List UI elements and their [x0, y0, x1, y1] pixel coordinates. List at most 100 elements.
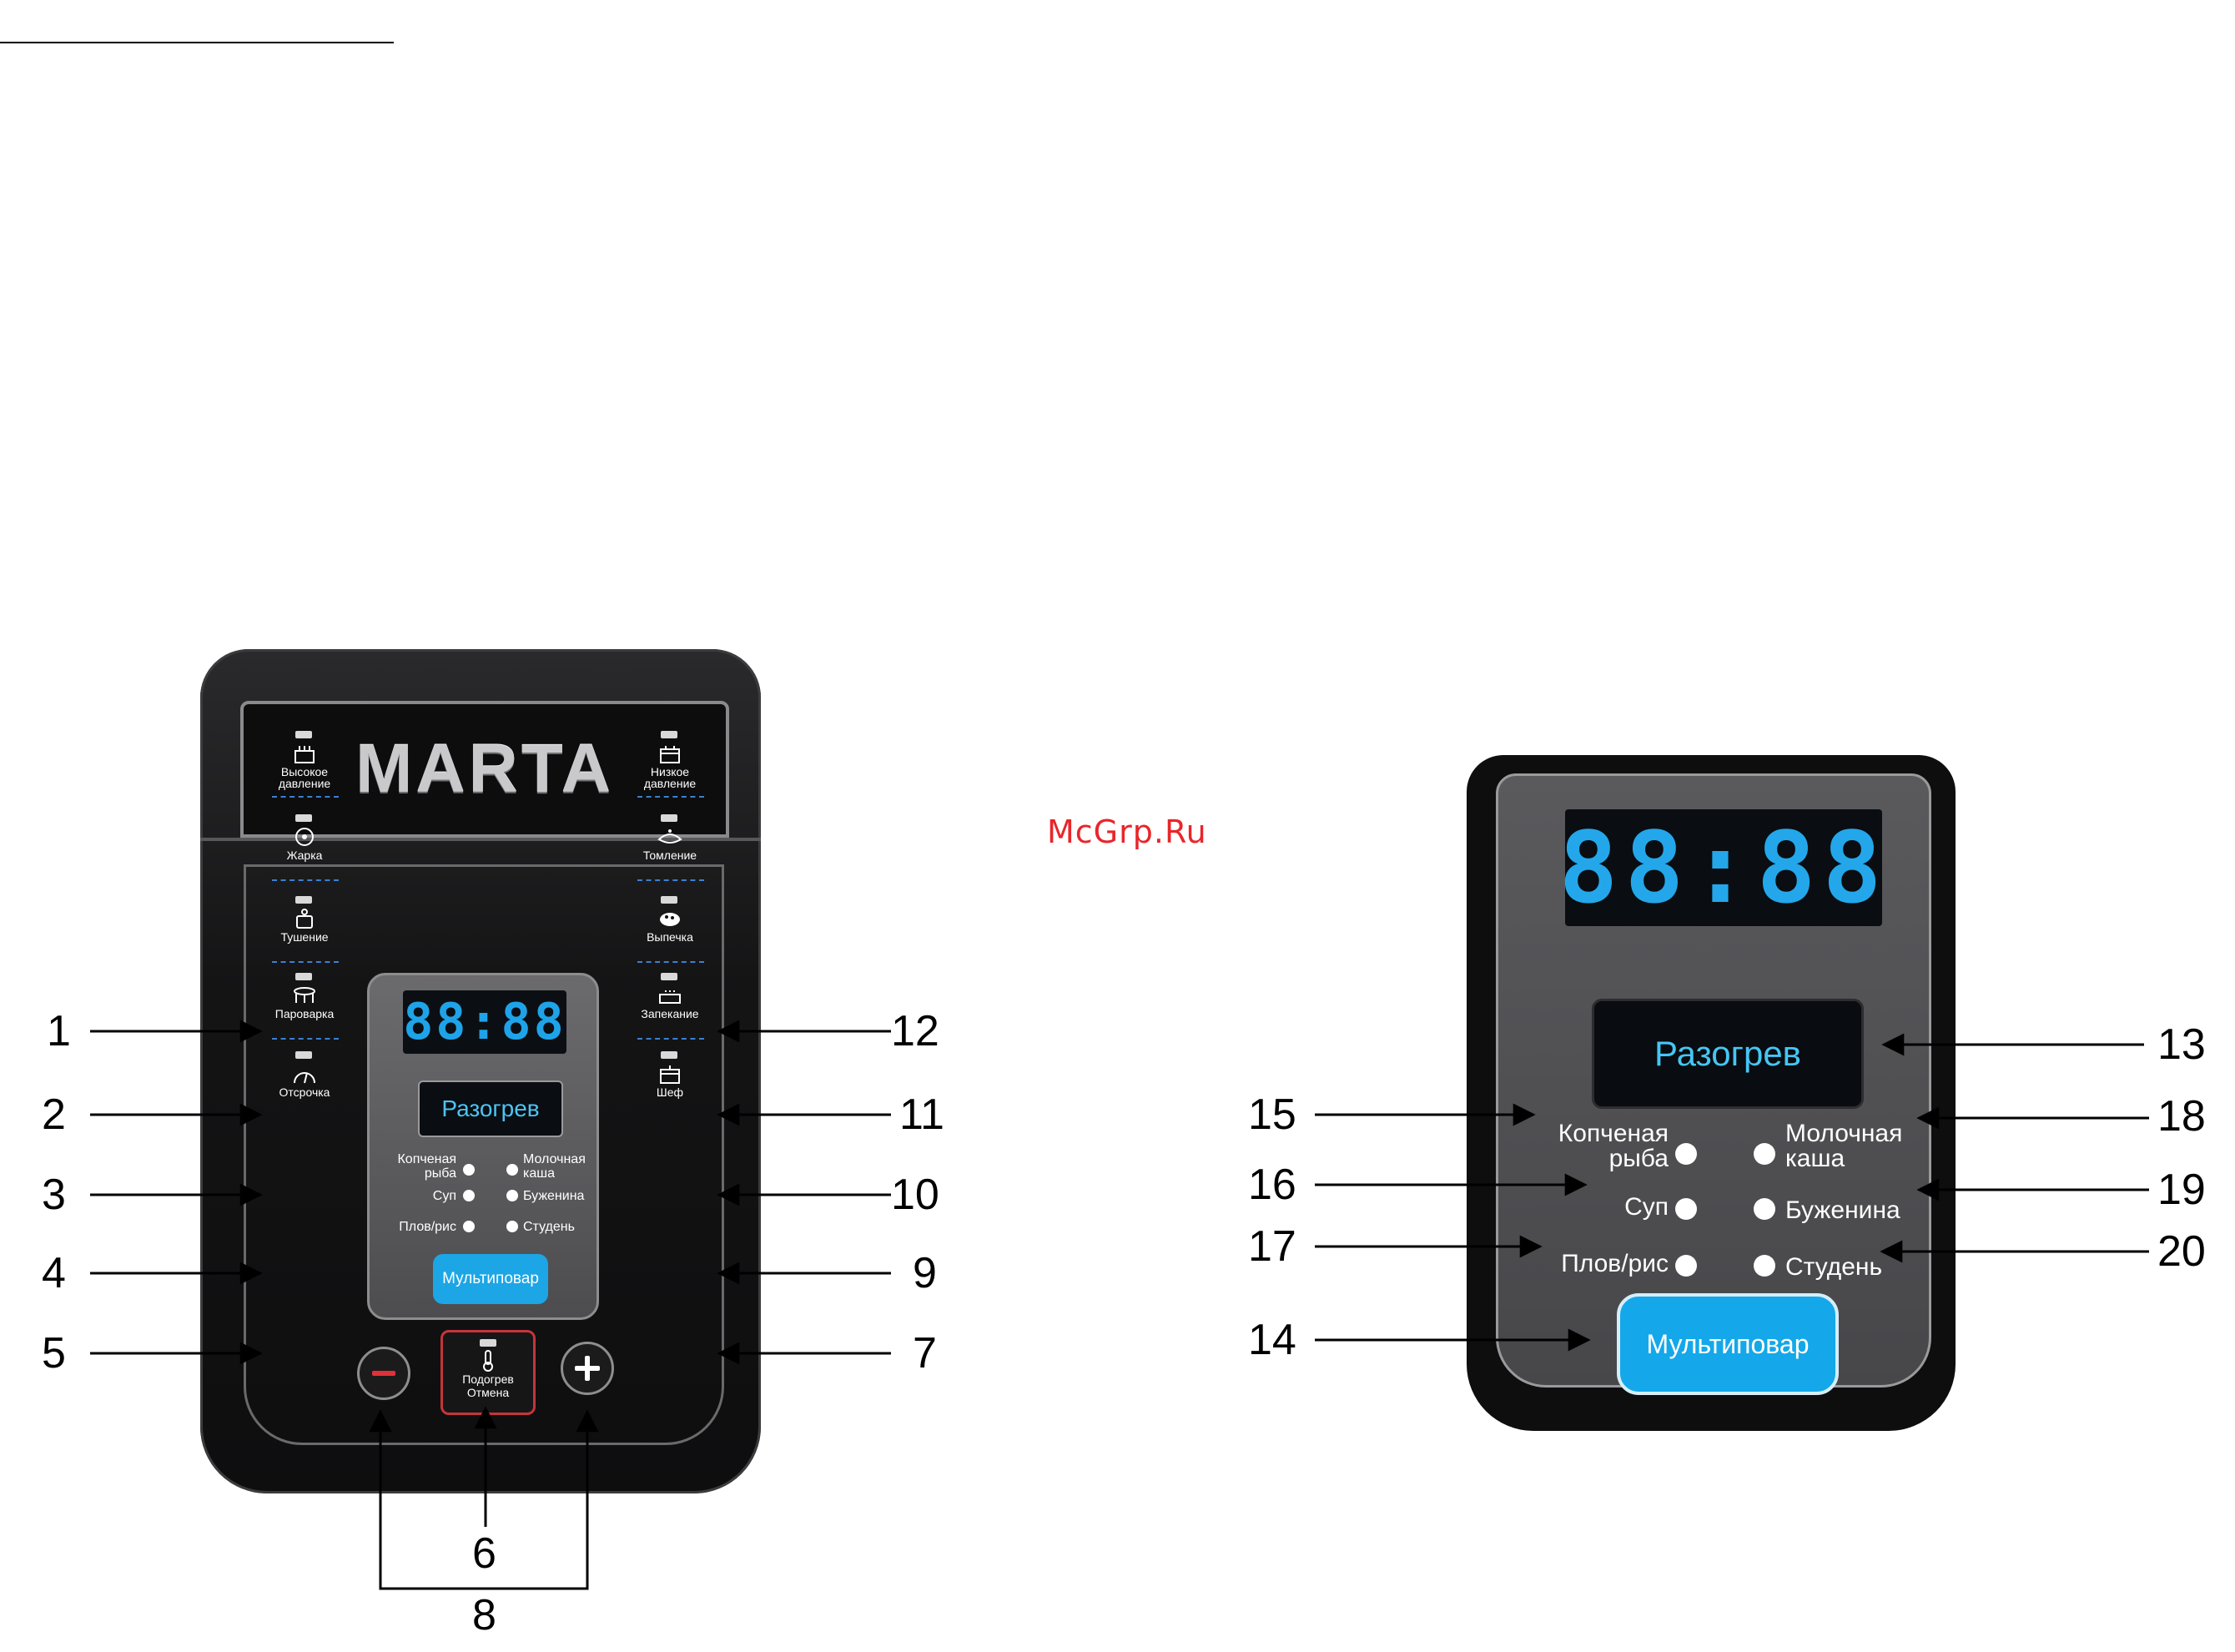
dashed-separator — [272, 961, 339, 963]
callout-4: 4 — [42, 1249, 66, 1297]
right-indicator-led — [661, 896, 677, 904]
left-indicator-led — [295, 896, 312, 904]
multipovar-button[interactable]: Мультиповар — [433, 1254, 548, 1304]
header-rule — [0, 42, 394, 43]
chef-pot-icon — [660, 1065, 680, 1084]
right-indicator-led — [661, 1051, 677, 1059]
dashed-separator — [272, 796, 339, 798]
bracket-8 — [379, 1412, 589, 1590]
indicator-dot — [1754, 1198, 1775, 1220]
right-program-button[interactable]: Выпечка — [634, 931, 706, 943]
minus-icon — [372, 1371, 395, 1376]
pressure-pot-icon — [294, 746, 315, 763]
program-label-line: Томление — [642, 849, 697, 862]
callout-11: 11 — [899, 1090, 944, 1139]
indicator-dot — [1754, 1143, 1775, 1165]
display-time: 88:88 — [403, 993, 566, 1051]
left-indicator-led — [295, 814, 312, 822]
right-program-button[interactable]: Шеф — [634, 1086, 706, 1098]
zoomed-multipovar-button[interactable]: Мультиповар — [1617, 1293, 1839, 1395]
callout-8: 8 — [472, 1591, 496, 1639]
brand-logo: MARTA — [355, 731, 614, 807]
callout-12: 12 — [891, 1007, 939, 1055]
dashed-separator — [272, 1038, 339, 1040]
program-label: Плов/рис — [399, 1220, 456, 1234]
dashed-separator — [637, 796, 704, 798]
callout-18: 18 — [2157, 1092, 2206, 1141]
program-label: Студень — [1785, 1253, 1883, 1281]
zoomed-face: 88:88 Разогрев Копченая рыба Суп Плов/ри… — [1496, 773, 1931, 1395]
callout-17: 17 — [1248, 1222, 1296, 1271]
right-indicator-led — [661, 814, 677, 822]
clock-icon — [294, 1072, 315, 1084]
baking-tray-icon — [659, 990, 681, 1004]
program-label: Суп — [432, 1189, 456, 1203]
program-label: Копченая рыба — [397, 1152, 456, 1181]
program-label-line: Тушение — [280, 930, 329, 944]
led-display: 88:88 — [403, 990, 566, 1054]
callout-10: 10 — [891, 1171, 939, 1219]
right-indicator-led — [661, 973, 677, 980]
program-label: Копченая рыба — [1558, 1120, 1669, 1172]
program-label-line: Запекание — [641, 1007, 699, 1020]
left-indicator-led — [295, 1051, 312, 1059]
callout-16: 16 — [1248, 1161, 1296, 1209]
program-label-line: Выпечка — [647, 930, 693, 944]
callout-2: 2 — [42, 1090, 66, 1139]
stew-pot-icon — [296, 909, 313, 929]
indicator-dot — [1675, 1255, 1697, 1277]
indicator-dot — [1675, 1198, 1697, 1220]
program-label: Буженина — [1785, 1196, 1900, 1224]
left-program-button[interactable]: Отсрочка — [269, 1086, 340, 1098]
left-program-button[interactable]: Жарка — [269, 849, 340, 861]
program-label: Молочная каша — [1785, 1120, 1903, 1172]
program-label: Плов/рис — [1561, 1250, 1669, 1277]
panel-frame — [244, 864, 724, 1445]
indicator-dot — [1675, 1143, 1697, 1165]
callout-19: 19 — [2157, 1166, 2206, 1214]
program-label-line: давление — [643, 777, 697, 790]
callout-14: 14 — [1248, 1316, 1296, 1364]
dashed-separator — [637, 879, 704, 881]
heat-cancel-button[interactable]: Подогрев Отмена — [440, 1330, 536, 1415]
dashed-separator — [272, 879, 339, 881]
zoomed-mode-display: Разогрев — [1592, 999, 1864, 1109]
watermark: McGrp.Ru — [1047, 813, 1207, 850]
right-program-button[interactable]: Запекание — [634, 1008, 706, 1020]
callout-15: 15 — [1248, 1090, 1296, 1139]
indicator-dot — [506, 1221, 518, 1232]
thermometer-icon — [483, 1350, 493, 1372]
program-label-line: Отсрочка — [279, 1085, 330, 1099]
program-label: Суп — [1624, 1193, 1669, 1221]
cake-icon — [660, 913, 680, 926]
frying-pan-icon — [295, 828, 314, 846]
left-program-button[interactable]: Пароварка — [269, 1008, 340, 1020]
steamer-icon — [294, 987, 315, 1003]
callout-7: 7 — [913, 1329, 937, 1378]
program-label-line: Жарка — [286, 849, 323, 862]
right-indicator-led — [661, 731, 677, 738]
plus-button[interactable] — [561, 1342, 614, 1395]
program-label: Буженина — [523, 1189, 585, 1203]
indicator-dot — [506, 1164, 518, 1176]
lid-seam — [200, 838, 761, 841]
minus-button[interactable] — [357, 1347, 410, 1400]
program-label-line: давление — [278, 777, 331, 790]
low-pressure-pot-icon — [660, 746, 680, 763]
indicator-dot — [463, 1164, 475, 1176]
zoomed-display-panel: 88:88 Разогрев Копченая рыба Суп Плов/ри… — [1467, 755, 1956, 1431]
callout-13: 13 — [2157, 1020, 2206, 1069]
right-program-button[interactable]: Томление — [634, 849, 706, 861]
program-label-line: Пароварка — [274, 1007, 335, 1020]
left-program-button[interactable]: Тушение — [269, 931, 340, 943]
callout-9: 9 — [913, 1249, 937, 1297]
callout-5: 5 — [42, 1329, 66, 1378]
heat-cancel-label: Подогрев Отмена — [462, 1372, 514, 1399]
indicator-dot — [1754, 1255, 1775, 1277]
indicator-dot — [463, 1190, 475, 1201]
program-label-line: Низкое — [650, 765, 690, 778]
